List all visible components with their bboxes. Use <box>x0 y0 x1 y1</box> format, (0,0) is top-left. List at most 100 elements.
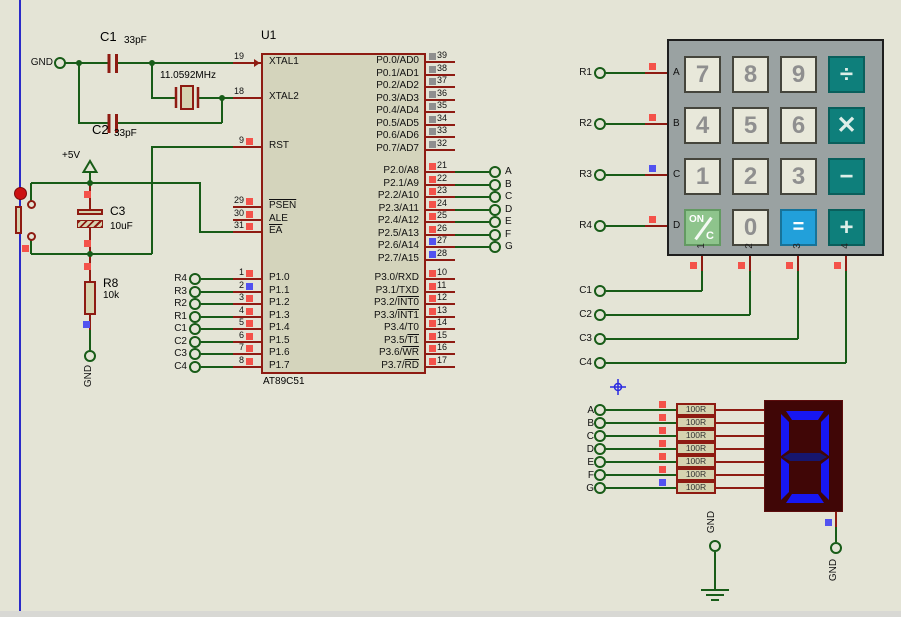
pin-state-square <box>429 238 436 245</box>
terminal-G[interactable] <box>489 241 501 253</box>
terminal-D[interactable] <box>594 443 606 455</box>
terminal-R4[interactable] <box>594 220 606 232</box>
capacitor-c3-plate-bottom[interactable] <box>77 220 103 228</box>
pin-stub <box>716 409 764 411</box>
keypad-button-=[interactable]: = <box>780 209 817 246</box>
pin-stub <box>426 340 455 343</box>
terminal-C4[interactable] <box>189 360 201 373</box>
keypad-pin-stub <box>645 174 667 176</box>
wire <box>606 474 676 476</box>
mcu-pin-label: P0.6/AD6 <box>376 130 419 141</box>
keypad-button-5[interactable]: 5 <box>732 107 769 144</box>
keypad-button-7[interactable]: 7 <box>684 56 721 93</box>
keypad-button-3[interactable]: 3 <box>780 158 817 195</box>
terminal-B[interactable] <box>489 178 501 191</box>
terminal-F[interactable] <box>489 228 501 241</box>
pin-number-24: 24 <box>437 197 448 208</box>
gnd-terminal[interactable] <box>709 540 721 552</box>
resistor-100r-body[interactable]: 100R <box>676 455 716 468</box>
gnd-terminal[interactable] <box>830 542 842 554</box>
wire <box>201 290 233 293</box>
pin-number-8: 8 <box>238 354 244 365</box>
keypad-button-1[interactable]: 1 <box>684 158 721 195</box>
wire <box>201 365 233 368</box>
pin-stub <box>426 365 455 368</box>
keypad-button-2[interactable]: 2 <box>732 158 769 195</box>
seven-segment-display[interactable] <box>764 400 843 512</box>
terminal-C2[interactable] <box>594 309 606 321</box>
pin-state-square <box>429 53 436 60</box>
pin-stub <box>233 340 261 343</box>
terminal-R2[interactable] <box>594 118 606 130</box>
gnd-terminal-label: GND <box>706 510 717 534</box>
wire <box>606 314 750 316</box>
pin-state-square <box>690 262 697 269</box>
gnd-terminal[interactable] <box>54 57 66 69</box>
keypad-button-6[interactable]: 6 <box>780 107 817 144</box>
pin-stub <box>716 422 764 424</box>
resistor-100r-body[interactable]: 100R <box>676 416 716 429</box>
pin-number-22: 22 <box>437 172 448 183</box>
keypad-button-+[interactable]: + <box>828 209 865 246</box>
terminal-C2[interactable] <box>189 335 201 348</box>
mcu-body[interactable] <box>261 53 426 374</box>
pin-state-square <box>786 262 793 269</box>
keypad-pin-stub <box>701 256 703 271</box>
resistor-100r-body[interactable]: 100R <box>676 429 716 442</box>
keypad-button-÷[interactable]: ÷ <box>828 56 865 93</box>
terminal-label-C4: C4 <box>579 357 592 368</box>
state-square <box>84 263 91 270</box>
terminal-F[interactable] <box>594 469 606 481</box>
terminal-E[interactable] <box>594 456 606 468</box>
gnd-terminal-label: GND <box>83 364 94 388</box>
terminal-A[interactable] <box>489 166 501 178</box>
keypad-button-0[interactable]: 0 <box>732 209 769 246</box>
resistor-100r-body[interactable]: 100R <box>676 468 716 481</box>
keypad-button-8[interactable]: 8 <box>732 56 769 93</box>
terminal-B[interactable] <box>594 417 606 429</box>
resistor-100r-body[interactable]: 100R <box>676 481 716 494</box>
terminal-G[interactable] <box>594 482 606 494</box>
state-square <box>83 321 90 328</box>
crystal-body[interactable] <box>180 85 194 110</box>
terminal-C1[interactable] <box>594 285 606 297</box>
gnd-terminal[interactable] <box>84 350 96 362</box>
terminal-R2[interactable] <box>189 298 201 310</box>
keypad-button-✕[interactable]: ✕ <box>828 107 865 144</box>
push-button-plunger[interactable] <box>15 206 22 234</box>
pin-stub <box>426 136 455 138</box>
resistor-100r-body[interactable]: 100R <box>676 442 716 455</box>
keypad-button-−[interactable]: − <box>828 158 865 195</box>
terminal-C1[interactable] <box>189 323 201 335</box>
terminal-label-E: E <box>587 457 594 468</box>
terminal-E[interactable] <box>489 216 501 228</box>
push-button-cap[interactable] <box>14 187 27 200</box>
terminal-R4[interactable] <box>189 273 201 285</box>
terminal-R3[interactable] <box>189 285 201 298</box>
keypad-button-9[interactable]: 9 <box>780 56 817 93</box>
window-bottom-strip <box>0 611 901 617</box>
terminal-R1[interactable] <box>189 310 201 323</box>
terminal-C[interactable] <box>489 191 501 203</box>
keypad-button-4[interactable]: 4 <box>684 107 721 144</box>
terminal-C4[interactable] <box>594 357 606 369</box>
resistor-100r-body[interactable]: 100R <box>676 403 716 416</box>
wire <box>606 225 645 227</box>
capacitor-c3-plate-top[interactable] <box>77 209 103 215</box>
terminal-C[interactable] <box>594 430 606 442</box>
pin-number-4: 4 <box>238 304 244 315</box>
terminal-R1[interactable] <box>594 67 606 79</box>
terminal-C3[interactable] <box>594 333 606 345</box>
terminal-R3[interactable] <box>594 169 606 181</box>
terminal-label-R2: R2 <box>579 118 592 129</box>
terminal-A[interactable] <box>594 404 606 416</box>
pin-state-square <box>429 213 436 220</box>
keypad-pin-stub <box>797 256 799 271</box>
terminal-D[interactable] <box>489 203 501 216</box>
pin-stub <box>426 315 455 318</box>
terminal-C3[interactable] <box>189 348 201 360</box>
pin-stub <box>426 221 455 223</box>
resistor-r8-body[interactable] <box>84 281 96 315</box>
